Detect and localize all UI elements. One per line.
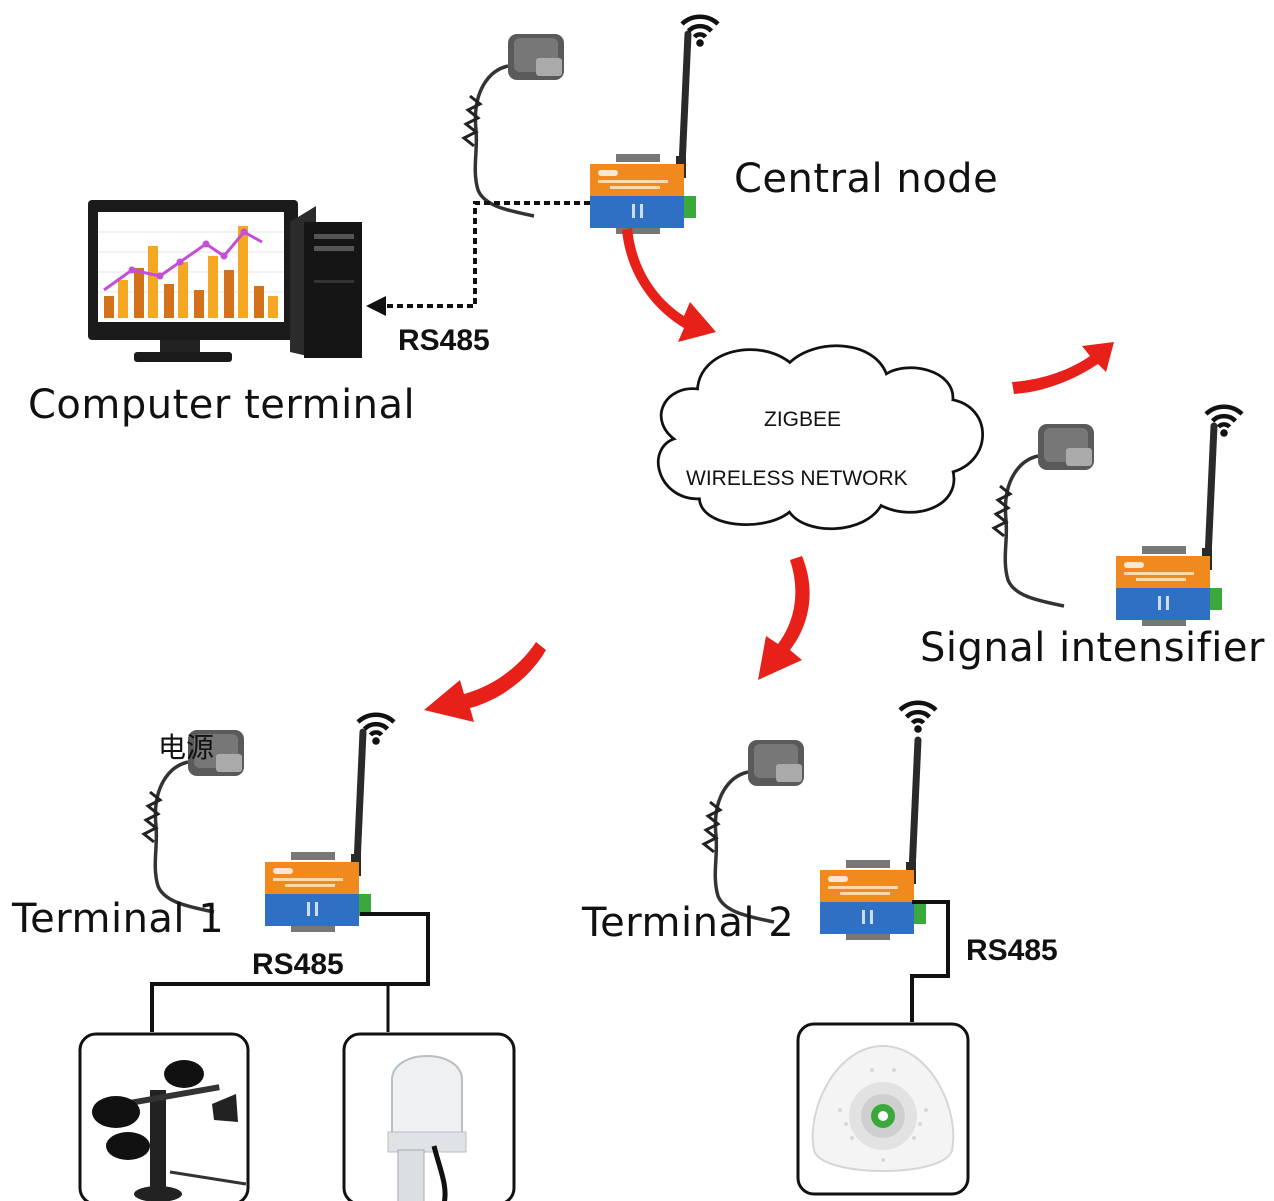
central-node-label: Central node: [734, 156, 999, 202]
power-label: 电源: [158, 731, 215, 764]
central-node: [462, 17, 718, 234]
signal-intensifier: [992, 407, 1242, 626]
intensifier-power-adapter-icon: [992, 422, 1096, 608]
intensifier-zigbee-module-icon: [1116, 426, 1222, 626]
terminal-2-label: Terminal 2: [582, 900, 795, 946]
desktop-computer-icon: [88, 200, 362, 362]
terminal1-zigbee-module-icon: [265, 732, 371, 932]
computer-terminal-label: Computer terminal: [28, 382, 416, 428]
terminal-1-label: Terminal 1: [12, 896, 225, 942]
air-quality-sensor-icon: [796, 1022, 970, 1196]
terminal2-wifi-icon: [900, 703, 936, 733]
anemometer-icon: [78, 1032, 250, 1201]
central-zigbee-module-icon: [590, 34, 696, 234]
signal-arrows: [424, 228, 1114, 722]
rs485-label-terminal2: RS485: [966, 934, 1058, 967]
terminal2-zigbee-module-icon: [820, 740, 926, 940]
zigbee-cloud: [657, 344, 984, 530]
rs485-label-terminal1: RS485: [252, 948, 344, 981]
rs485-label-computer: RS485: [398, 324, 490, 357]
central-power-adapter-icon: [462, 32, 566, 218]
terminal2-power-adapter-icon: [702, 738, 806, 924]
arrow-to-computer: [366, 296, 386, 316]
cloud-line2: WIRELESS NETWORK: [686, 467, 908, 490]
rs485-link-computer: [386, 201, 590, 308]
rs485-link-terminal2: [910, 900, 950, 1022]
cloud-line1: ZIGBEE: [764, 408, 842, 431]
rs485-link-terminal1: [150, 912, 430, 1032]
signal-intensifier-label: Signal intensifier: [920, 625, 1265, 671]
sensor-icon: [342, 1032, 516, 1201]
